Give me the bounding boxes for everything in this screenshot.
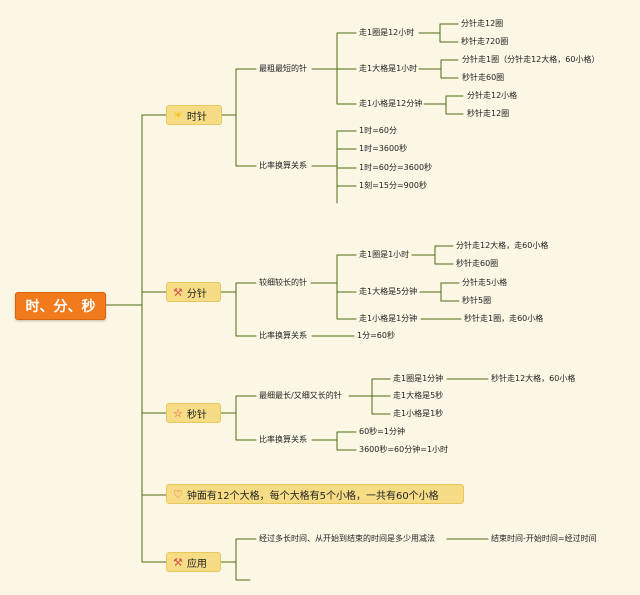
node-hour-hand-label: 时针 [186, 111, 207, 123]
minute-rule-1a: 分针走12大格，走60小格 [456, 241, 549, 250]
hour-rule-3a: 分针走12小格 [467, 91, 518, 100]
hour-rule-3b: 秒针走12圈 [467, 109, 510, 118]
second-sub-thickness: 最细最长/又细又长的针 [259, 391, 342, 400]
second-sub-conversion: 比率换算关系 [259, 435, 307, 444]
minute-sub-thickness: 较细较长的针 [259, 278, 307, 287]
hour-rule-1: 走1圈是12小时 [359, 28, 415, 37]
node-minute-hand[interactable]: ⚒ 分针 [166, 282, 221, 302]
hour-conv-3: 1时=60分=3600秒 [359, 163, 433, 172]
minute-rule-3: 走1小格是1分钟 [359, 314, 418, 323]
hour-conv-2: 1时=3600秒 [359, 144, 408, 153]
hour-conv-4: 1刻=15分=900秒 [359, 181, 427, 190]
node-minute-hand-label: 分针 [186, 288, 207, 300]
root-node[interactable]: 时、分、秒 [15, 292, 106, 320]
hour-conv-1: 1时=60分 [359, 126, 397, 135]
minute-rule-2: 走1大格是5分钟 [359, 287, 418, 296]
minute-rule-2b: 秒针5圈 [462, 296, 492, 305]
minute-rule-1: 走1圈是1小时 [359, 250, 410, 259]
apply-question-1: 经过多长时间、从开始到结束的时间是多少用减法 [259, 534, 435, 543]
hour-rule-2: 走1大格是1小时 [359, 64, 418, 73]
second-rule-1: 走1圈是1分钟 [393, 374, 444, 383]
hour-sub-thickness: 最粗最短的针 [259, 64, 307, 73]
second-rule-3: 走1小格是1秒 [393, 409, 444, 418]
minute-rule-2a: 分针走5小格 [462, 278, 508, 287]
second-conv-1: 60秒=1分钟 [359, 427, 405, 436]
tools-icon: ⚒ [173, 555, 183, 569]
hour-rule-2b: 秒针走60圈 [462, 73, 505, 82]
node-second-hand[interactable]: ☆ 秒针 [166, 403, 221, 423]
heart-icon: ♡ [173, 487, 183, 501]
node-hour-hand[interactable]: ☀ 时针 [166, 105, 222, 125]
sun-icon: ☀ [173, 108, 183, 122]
hour-rule-1a: 分针走12圈 [461, 19, 504, 28]
minute-conv-1: 1分=60秒 [357, 331, 395, 340]
node-second-hand-label: 秒针 [186, 409, 207, 421]
second-rule-1a: 秒针走12大格，60小格 [491, 374, 576, 383]
star-icon: ☆ [173, 406, 183, 420]
hour-rule-3: 走1小格是12分钟 [359, 99, 423, 108]
hour-sub-conversion: 比率换算关系 [259, 161, 307, 170]
second-rule-2: 走1大格是5秒 [393, 391, 444, 400]
tools-icon: ⚒ [173, 285, 183, 299]
node-application-label: 应用 [186, 558, 207, 570]
minute-rule-3a: 秒针走1圈，走60小格 [464, 314, 544, 323]
node-clock-face[interactable]: ♡ 钟面有12个大格，每个大格有5个小格，一共有60个小格 [166, 484, 464, 504]
minute-rule-1b: 秒针走60圈 [456, 259, 499, 268]
minute-sub-conversion: 比率换算关系 [259, 331, 307, 340]
root-label: 时、分、秒 [25, 299, 96, 315]
hour-rule-1b: 秒针走720圈 [461, 37, 509, 46]
apply-answer-1: 结束时间-开始时间=经过时间 [491, 534, 597, 543]
node-clock-face-label: 钟面有12个大格，每个大格有5个小格，一共有60个小格 [186, 490, 439, 502]
hour-rule-2a: 分针走1圈（分针走12大格，60小格） [462, 55, 600, 64]
node-application[interactable]: ⚒ 应用 [166, 552, 221, 572]
second-conv-2: 3600秒=60分钟=1小时 [359, 445, 449, 454]
